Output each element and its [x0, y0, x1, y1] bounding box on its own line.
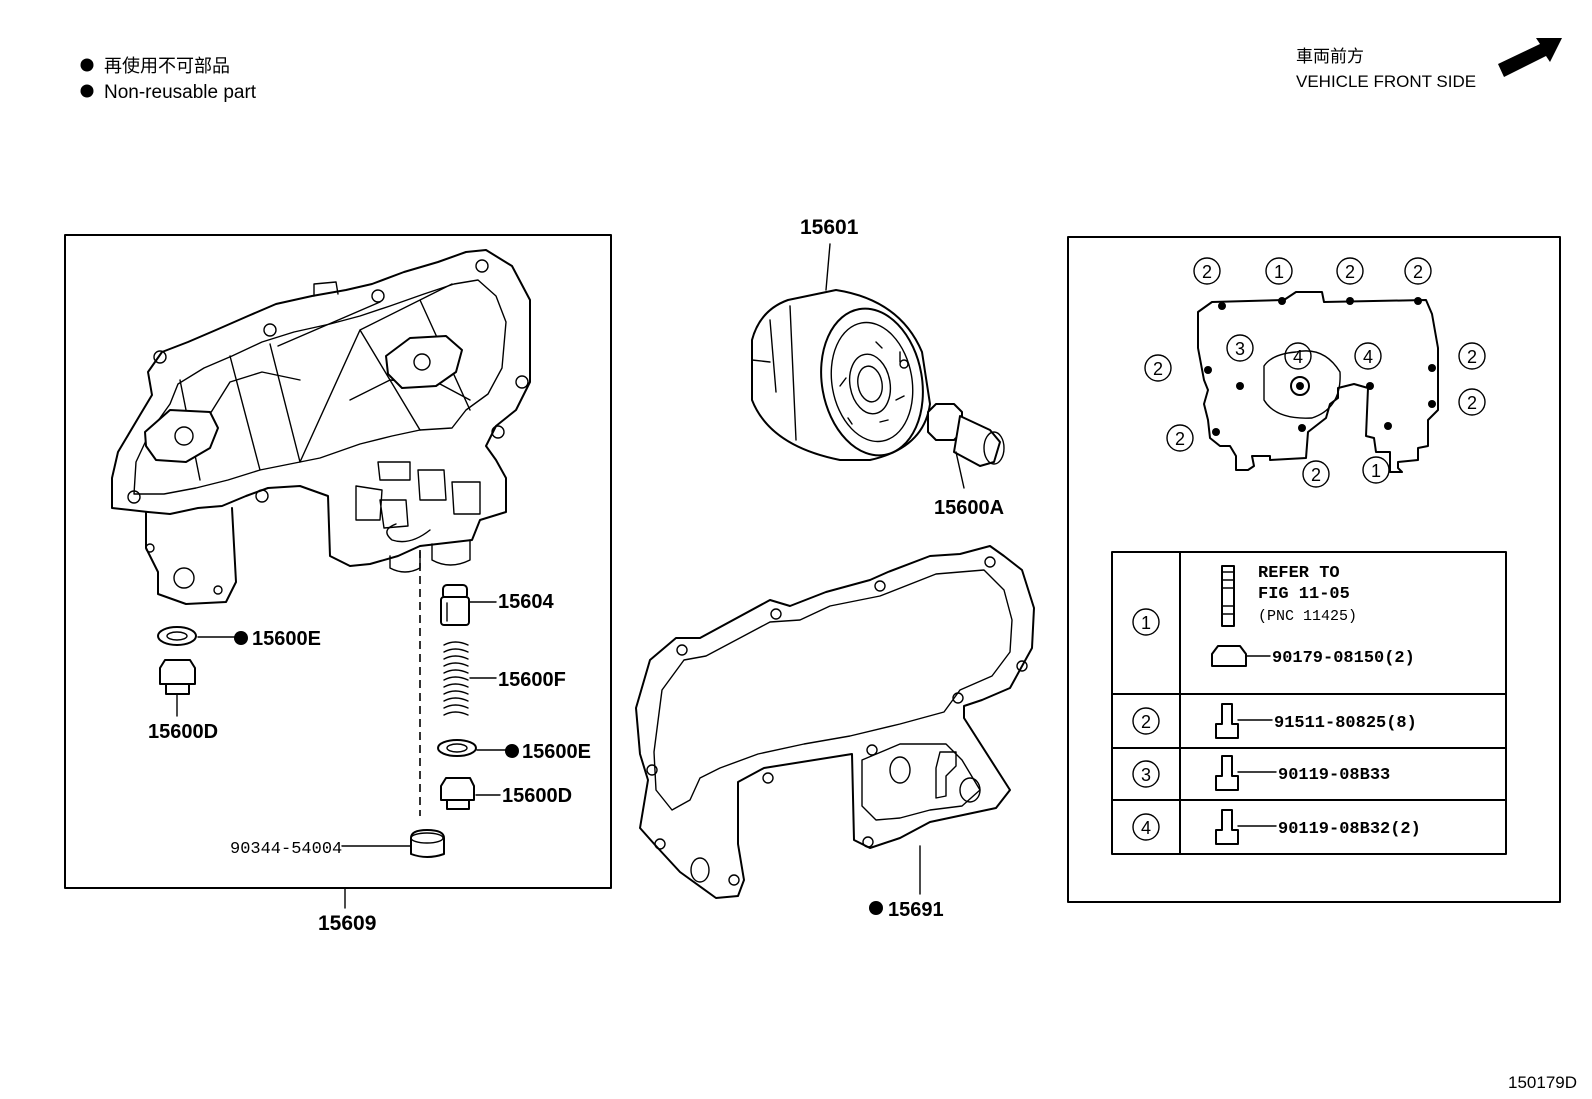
row-key: 1 — [1141, 613, 1151, 633]
callout-inner-4a: 4 — [1293, 347, 1303, 367]
oil-filter-part — [751, 289, 931, 461]
table-row: 2 91511-80825(8) — [1132, 703, 1417, 739]
housing-frame — [64, 234, 612, 889]
bolt-icon — [1215, 809, 1239, 845]
label-main-gasket: 15691 — [888, 899, 944, 921]
label-sensor: 15600A — [934, 497, 1004, 519]
label-spring: 15600F — [498, 669, 566, 691]
row-key: 4 — [1141, 818, 1151, 838]
bolt-icon — [1215, 755, 1239, 791]
label-small-plug: 90344-54004 — [230, 840, 342, 859]
refer-line-1: REFER TO — [1258, 564, 1340, 583]
bolt-icon — [1215, 703, 1239, 739]
bolt-table: 1 REFER TO FIG 11-05 (PNC 11425) 90179-0… — [1111, 551, 1507, 855]
filter-leader — [825, 243, 831, 291]
vehicle-front-marker: 車両前方 VEHICLE FRONT SIDE — [1296, 38, 1562, 91]
callout-right-2: 2 — [1467, 393, 1477, 413]
callout-bottom-2: 1 — [1371, 461, 1381, 481]
vehicle-front-english: VEHICLE FRONT SIDE — [1296, 72, 1476, 91]
non-reusable-dot-icon — [234, 631, 248, 645]
table-row: 3 90119-08B33 — [1132, 755, 1390, 791]
bolt-callouts: 2 1 2 2 2 2 3 4 4 2 2 2 1 2 — [1144, 257, 1486, 488]
callout-top-3: 2 — [1345, 262, 1355, 282]
plug-center-part — [440, 777, 501, 810]
vehicle-front-japanese: 車両前方 — [1296, 47, 1364, 66]
bolt-panel-frame — [1067, 236, 1561, 903]
non-reusable-dot-icon — [869, 901, 883, 915]
row-part-number: 90179-08150(2) — [1272, 649, 1415, 668]
row-key: 3 — [1141, 765, 1151, 785]
legend-japanese: 再使用不可部品 — [104, 56, 230, 76]
gasket-left-part — [157, 626, 248, 646]
figure-id: 150179D — [1508, 1073, 1577, 1092]
main-gasket-part — [635, 545, 1035, 915]
front-arrow-icon — [1498, 38, 1562, 77]
spring-part — [443, 641, 497, 716]
label-gasket-center: 15600E — [522, 741, 591, 763]
nut-icon — [1211, 645, 1247, 667]
sensor-part — [927, 403, 1005, 489]
refer-line-3: (PNC 11425) — [1258, 608, 1357, 625]
table-row: 1 REFER TO FIG 11-05 (PNC 11425) 90179-0… — [1132, 564, 1415, 668]
callout-top-2: 1 — [1274, 262, 1284, 282]
callout-inner-4b: 4 — [1363, 347, 1373, 367]
label-gasket-left: 15600E — [252, 628, 321, 650]
non-reusable-dot-icon — [80, 58, 94, 72]
row-part-number: 91511-80825(8) — [1274, 714, 1417, 733]
plunger-part — [440, 584, 497, 626]
callout-left-1: 2 — [1153, 359, 1163, 379]
callout-inner-3: 3 — [1235, 339, 1245, 359]
row-part-number: 90119-08B32(2) — [1278, 820, 1421, 839]
row-part-number: 90119-08B33 — [1278, 766, 1390, 785]
legend: 再使用不可部品 Non-reusable part — [80, 56, 257, 103]
plug-left-part — [159, 659, 196, 717]
label-housing: 15609 — [318, 912, 376, 935]
callout-left-2: 2 — [1175, 429, 1185, 449]
non-reusable-dot-icon — [505, 744, 519, 758]
refer-line-2: FIG 11-05 — [1258, 585, 1350, 604]
callout-right-1: 2 — [1467, 347, 1477, 367]
label-plug-left: 15600D — [148, 721, 218, 743]
housing-drawing — [111, 249, 531, 605]
label-plug-center: 15600D — [502, 785, 572, 807]
table-row: 4 90119-08B32(2) — [1132, 809, 1421, 845]
row-key: 2 — [1141, 712, 1151, 732]
small-plug-part — [341, 829, 445, 858]
callout-top-4: 2 — [1413, 262, 1423, 282]
gasket-center-part — [437, 739, 519, 758]
label-filter: 15601 — [800, 216, 859, 239]
non-reusable-dot-icon — [80, 84, 94, 98]
callout-bottom-1: 2 — [1311, 465, 1321, 485]
bolt-pattern-outline — [1197, 291, 1439, 473]
legend-english: Non-reusable part — [104, 82, 257, 103]
callout-top-1: 2 — [1202, 262, 1212, 282]
stud-icon — [1221, 565, 1235, 627]
label-plunger: 15604 — [498, 591, 554, 613]
